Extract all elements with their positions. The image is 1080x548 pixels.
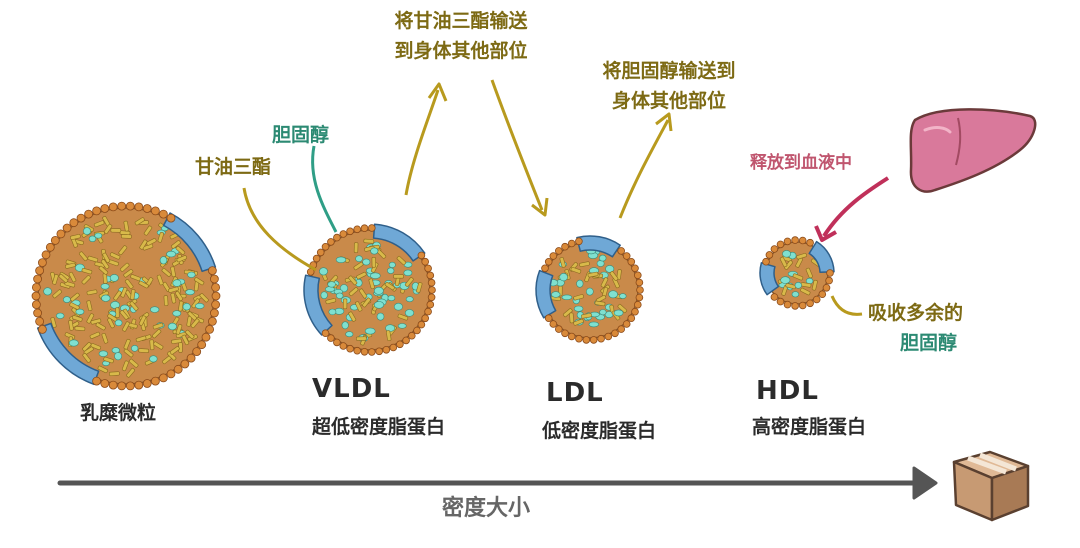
hdl-name: 高密度脂蛋白 [752, 416, 867, 438]
hdl-absorb-line1: 吸收多余的 [868, 302, 964, 324]
liver-release-label: 释放到血液中 [750, 153, 852, 173]
hdl-particle [759, 236, 835, 310]
chylomicron-name: 乳糜微粒 [80, 402, 157, 424]
vldl-to-ldl-arrow [490, 79, 549, 217]
ldl-particle [535, 235, 644, 344]
ldl-transport-arrow [618, 112, 673, 219]
vldl-transport-arrow [404, 82, 448, 196]
vldl-transport-line1: 将甘油三酯输送 [394, 10, 528, 32]
hdl-absorb-leader-line [830, 295, 863, 316]
density-axis-arrow [57, 466, 938, 500]
ldl-transport-label: 将胆固醇输送到 身体其他部位 [580, 56, 758, 116]
cholesterol-label: 胆固醇 [272, 124, 330, 146]
hdl-abbr: HDL [756, 376, 819, 406]
triglyceride-leader-line [242, 187, 317, 272]
ldl-transport-line2: 身体其他部位 [611, 90, 726, 112]
vldl-name: 超低密度脂蛋白 [312, 416, 446, 438]
ldl-transport-line1: 将胆固醇输送到 [602, 60, 736, 82]
vldl-abbr: VLDL [312, 374, 391, 404]
chylomicron-particle [31, 201, 221, 391]
vldl-particle [303, 223, 436, 356]
ldl-name: 低密度脂蛋白 [542, 420, 657, 442]
box-icon [952, 450, 1030, 522]
density-axis-label: 密度大小 [442, 496, 531, 521]
triglyceride-label: 甘油三酯 [195, 156, 272, 178]
vldl-transport-line2: 到身体其他部位 [394, 40, 528, 62]
vldl-transport-label: 将甘油三酯输送 到身体其他部位 [382, 6, 540, 66]
liver-release-arrow [814, 176, 890, 242]
ldl-abbr: LDL [546, 378, 604, 408]
liver-icon [909, 108, 1037, 193]
cholesterol-leader-line [311, 145, 338, 233]
hdl-absorb-line2: 胆固醇 [900, 332, 958, 354]
